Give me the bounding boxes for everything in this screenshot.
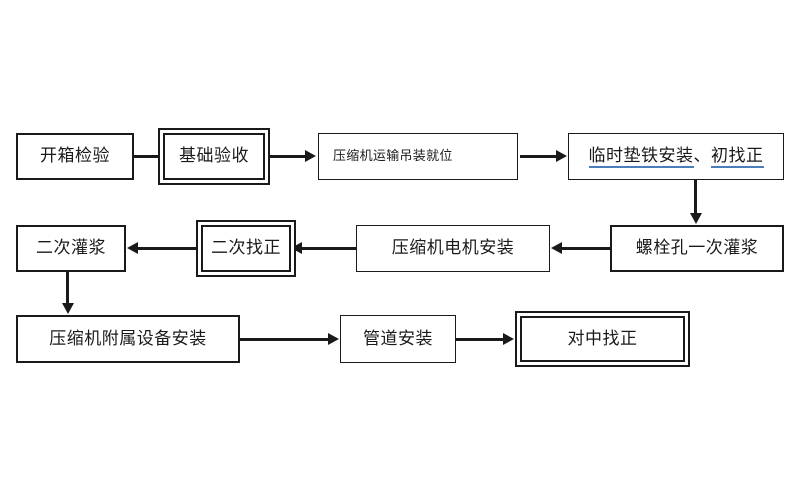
- connector-bolt-hole-to-motor: [562, 247, 610, 250]
- node-label: 压缩机电机安装: [391, 238, 515, 258]
- node-label: 螺栓孔一次灌浆: [635, 238, 759, 258]
- node-label-separator: 、: [693, 146, 711, 166]
- node-label: 对中找正: [567, 328, 638, 348]
- node-label-wrapper: 二次找正: [201, 225, 291, 272]
- node-label: 压缩机运输吊装就位: [333, 148, 453, 164]
- arrowhead-down: [62, 303, 74, 314]
- connector-foundation-to-transport: [270, 155, 310, 158]
- arrowhead-left: [127, 242, 138, 254]
- node-bolt-hole-first-grouting[interactable]: 螺栓孔一次灌浆: [610, 225, 784, 272]
- node-unpacking-inspection[interactable]: 开箱检验: [16, 133, 134, 180]
- arrowhead-left: [551, 242, 562, 254]
- node-label: 二次找正: [211, 238, 281, 258]
- arrowhead-right: [305, 150, 316, 162]
- node-label-wrapper: 基础验收: [163, 133, 265, 180]
- arrowhead-right: [503, 333, 514, 345]
- connector-second-alignment-to-second-grouting: [138, 247, 196, 250]
- node-motor-install[interactable]: 压缩机电机安装: [356, 225, 550, 272]
- arrowhead-right: [556, 150, 567, 162]
- arrowhead-right: [328, 333, 339, 345]
- connector-transport-to-temp-shim: [520, 155, 562, 158]
- node-second-grouting[interactable]: 二次灌浆: [16, 225, 126, 272]
- node-piping-install[interactable]: 管道安装: [340, 315, 456, 363]
- node-label-composite: 临时垫铁安装、初找正: [588, 146, 764, 169]
- node-temp-shim-install[interactable]: 临时垫铁安装、初找正: [568, 133, 784, 180]
- node-centering-alignment[interactable]: 对中找正: [515, 311, 690, 367]
- connector-motor-to-second-alignment: [302, 247, 356, 250]
- connector-second-grouting-to-auxiliary: [66, 272, 69, 308]
- connector-piping-to-centering: [456, 338, 508, 341]
- node-label: 压缩机附属设备安装: [49, 328, 207, 348]
- node-second-alignment[interactable]: 二次找正: [196, 220, 296, 277]
- connector-unpacking-to-foundation: [134, 155, 166, 158]
- node-foundation-acceptance[interactable]: 基础验收: [158, 128, 270, 185]
- arrowhead-down: [690, 213, 702, 224]
- node-label-part-a: 临时垫铁安装: [588, 146, 694, 169]
- node-label: 管道安装: [363, 328, 433, 348]
- connector-temp-shim-to-bolt-hole: [694, 180, 697, 218]
- arrowhead-left: [291, 242, 302, 254]
- connector-auxiliary-to-piping: [240, 338, 332, 341]
- node-auxiliary-equipment-install[interactable]: 压缩机附属设备安装: [16, 315, 240, 363]
- node-label: 基础验收: [179, 146, 249, 166]
- node-label-wrapper: 对中找正: [520, 316, 685, 362]
- node-label: 开箱检验: [40, 146, 110, 166]
- node-transport-hoisting[interactable]: 压缩机运输吊装就位: [318, 133, 518, 180]
- node-label: 二次灌浆: [36, 238, 106, 258]
- node-label-part-b: 初找正: [711, 146, 764, 169]
